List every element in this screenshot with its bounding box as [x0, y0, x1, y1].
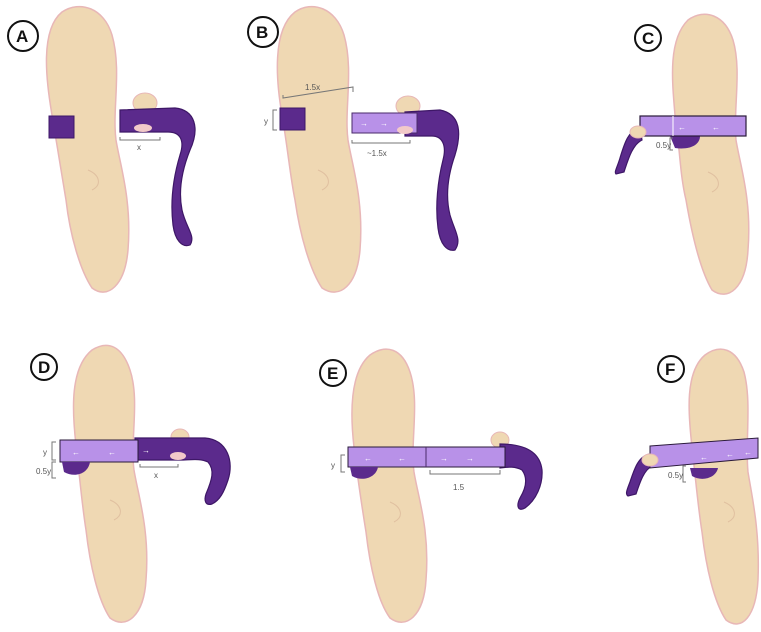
- bottom-dimension-label: 1.5: [453, 483, 465, 492]
- arrow-left: ←: [364, 454, 372, 463]
- arrow-left: ←: [726, 450, 734, 459]
- y-bracket: [273, 110, 277, 130]
- leg-shape: [277, 7, 360, 293]
- arrow-left: ←: [700, 453, 708, 462]
- leg-shape: [673, 14, 749, 294]
- panel-a: x A: [8, 7, 195, 293]
- dimension-y-label: y: [331, 461, 335, 470]
- dimension-y-label: y: [264, 117, 268, 126]
- leg-shape: [352, 349, 427, 622]
- arrow-left: ←: [712, 123, 720, 132]
- top-dimension-label: 1.5x: [305, 83, 320, 92]
- bottom-dimension-bracket: [430, 470, 500, 474]
- panel-letter: B: [256, 23, 268, 42]
- light-band: [640, 116, 746, 136]
- dimension-bracket: [120, 137, 160, 140]
- panel-e: ← ← → → y 1.5 E: [320, 349, 542, 622]
- dimension-y-label: y: [43, 448, 47, 457]
- panel-letter: E: [327, 364, 338, 383]
- dark-band-end: [280, 108, 305, 130]
- side-dimension-label: 0.5y: [36, 467, 51, 476]
- bottom-dimension-bracket: [352, 140, 410, 143]
- panel-letter: A: [16, 27, 28, 46]
- bottom-dimension-label: ~1.5x: [367, 149, 387, 158]
- pink-pad: [642, 454, 658, 466]
- dimension-x-label: x: [137, 143, 141, 152]
- arrow-right: →: [380, 119, 388, 128]
- panel-f: ← ← ← 0.5y F: [627, 349, 759, 624]
- dark-band-tail: [120, 108, 195, 246]
- arrow-right: →: [360, 119, 368, 128]
- arrow-left: ←: [678, 123, 686, 132]
- panel-c: ← ← 0.5y C: [615, 14, 748, 294]
- leg-shape: [46, 7, 128, 293]
- arrow-left: ←: [398, 454, 406, 463]
- dark-band-end: [49, 116, 74, 138]
- panel-letter: D: [38, 358, 50, 377]
- pink-spot: [170, 452, 186, 460]
- y-bracket: [341, 455, 345, 472]
- pink-spot: [134, 124, 152, 132]
- side-bracket: [52, 462, 56, 478]
- panel-d: ← ← → y 0.5y x D: [31, 345, 230, 622]
- arrow-right: →: [440, 454, 448, 463]
- leg-shape: [689, 349, 758, 624]
- side-bracket: [683, 466, 686, 482]
- dimension-x-label: x: [154, 471, 158, 480]
- panel-b: y 1.5x → → ~1.5x B: [248, 7, 459, 293]
- side-dimension-label: 0.5y: [656, 141, 671, 150]
- y-bracket: [52, 442, 56, 460]
- dark-band-tail: [500, 444, 542, 509]
- arrow-right: →: [466, 454, 474, 463]
- leg-shape: [73, 345, 146, 622]
- panel-letter: F: [665, 360, 675, 379]
- x-bracket: [140, 464, 178, 467]
- panel-letter: C: [642, 29, 654, 48]
- arrow-left: ←: [744, 448, 752, 457]
- pink-pad: [630, 126, 646, 138]
- arrow-left: ←: [108, 448, 116, 457]
- arrow-right: →: [142, 446, 150, 455]
- arrow-left: ←: [72, 448, 80, 457]
- pink-spot: [397, 126, 413, 134]
- side-dimension-label: 0.5y: [668, 471, 683, 480]
